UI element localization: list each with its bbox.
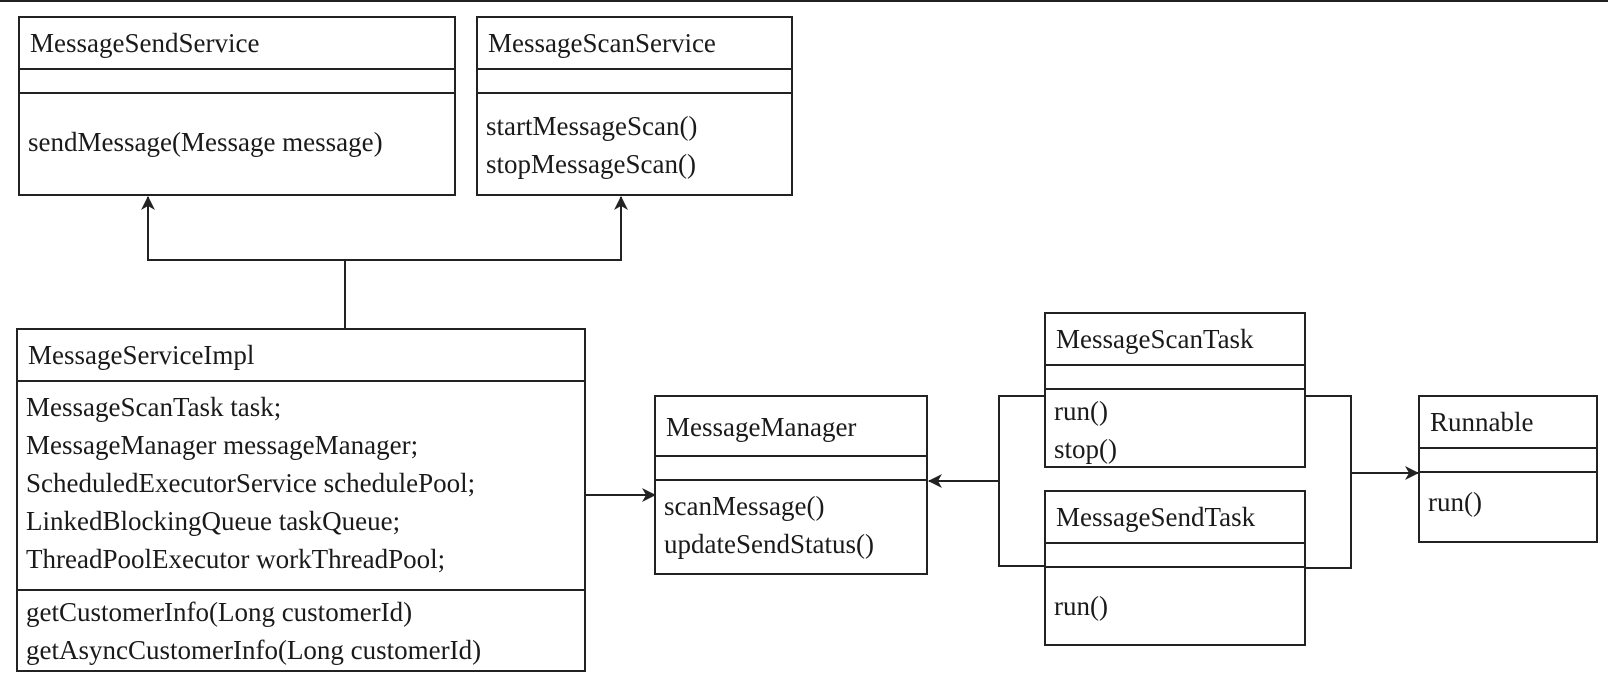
class-name: MessageSendService bbox=[20, 18, 454, 70]
method-line: stop() bbox=[1054, 434, 1117, 464]
method-line: getAsyncCustomerInfo(Long customerId) bbox=[26, 635, 482, 665]
attribute-line: ThreadPoolExecutor workThreadPool; bbox=[26, 544, 446, 574]
class-name: Runnable bbox=[1420, 397, 1596, 449]
class-name: MessageServiceImpl bbox=[18, 330, 584, 382]
method-line: run() bbox=[1428, 487, 1482, 517]
edge-tasks-bracket-right bbox=[1305, 395, 1352, 569]
method-line: getCustomerInfo(Long customerId) bbox=[26, 597, 413, 627]
class-message-service-impl: MessageServiceImpl MessageScanTask task;… bbox=[16, 328, 586, 672]
attribute-line: MessageScanTask task; bbox=[26, 392, 282, 422]
method-line: startMessageScan() bbox=[486, 111, 698, 141]
methods-section: startMessageScan() stopMessageScan() bbox=[478, 94, 791, 183]
methods-section: run() bbox=[1046, 568, 1304, 625]
methods-section: run() bbox=[1420, 473, 1596, 521]
method-line: sendMessage(Message message) bbox=[28, 127, 383, 157]
attributes-section bbox=[1046, 544, 1304, 568]
attributes-section bbox=[478, 70, 791, 94]
attribute-line: ScheduledExecutorService schedulePool; bbox=[26, 468, 476, 498]
class-message-scan-service: MessageScanService startMessageScan() st… bbox=[476, 16, 793, 196]
edge-impl-to-message-scan-service bbox=[345, 196, 628, 261]
method-line: run() bbox=[1054, 396, 1108, 426]
attributes-section bbox=[20, 70, 454, 94]
attribute-line: LinkedBlockingQueue taskQueue; bbox=[26, 506, 401, 536]
class-message-scan-task: MessageScanTask run() stop() bbox=[1044, 312, 1306, 468]
methods-section: getCustomerInfo(Long customerId) getAsyn… bbox=[18, 591, 584, 669]
class-name: MessageScanTask bbox=[1046, 314, 1304, 366]
methods-section: run() stop() bbox=[1046, 390, 1304, 468]
class-runnable: Runnable run() bbox=[1418, 395, 1598, 543]
class-name: MessageScanService bbox=[478, 18, 791, 70]
method-line: stopMessageScan() bbox=[486, 149, 696, 179]
class-message-send-service: MessageSendService sendMessage(Message m… bbox=[18, 16, 456, 196]
class-name: MessageSendTask bbox=[1046, 492, 1304, 544]
methods-section: scanMessage() updateSendStatus() bbox=[656, 481, 926, 563]
method-line: updateSendStatus() bbox=[664, 529, 874, 559]
attributes-section bbox=[1420, 449, 1596, 473]
attributes-section: MessageScanTask task; MessageManager mes… bbox=[18, 382, 584, 591]
class-name: MessageManager bbox=[656, 397, 926, 457]
class-message-manager: MessageManager scanMessage() updateSendS… bbox=[654, 395, 928, 575]
attributes-section bbox=[656, 457, 926, 481]
methods-section: sendMessage(Message message) bbox=[20, 94, 454, 161]
attribute-line: MessageManager messageManager; bbox=[26, 430, 419, 460]
method-line: run() bbox=[1054, 591, 1108, 621]
edge-tasks-bracket-left bbox=[998, 395, 1045, 567]
edge-impl-to-message-send-service bbox=[141, 196, 345, 261]
class-message-send-task: MessageSendTask run() bbox=[1044, 490, 1306, 646]
attributes-section bbox=[1046, 366, 1304, 390]
method-line: scanMessage() bbox=[664, 491, 825, 521]
